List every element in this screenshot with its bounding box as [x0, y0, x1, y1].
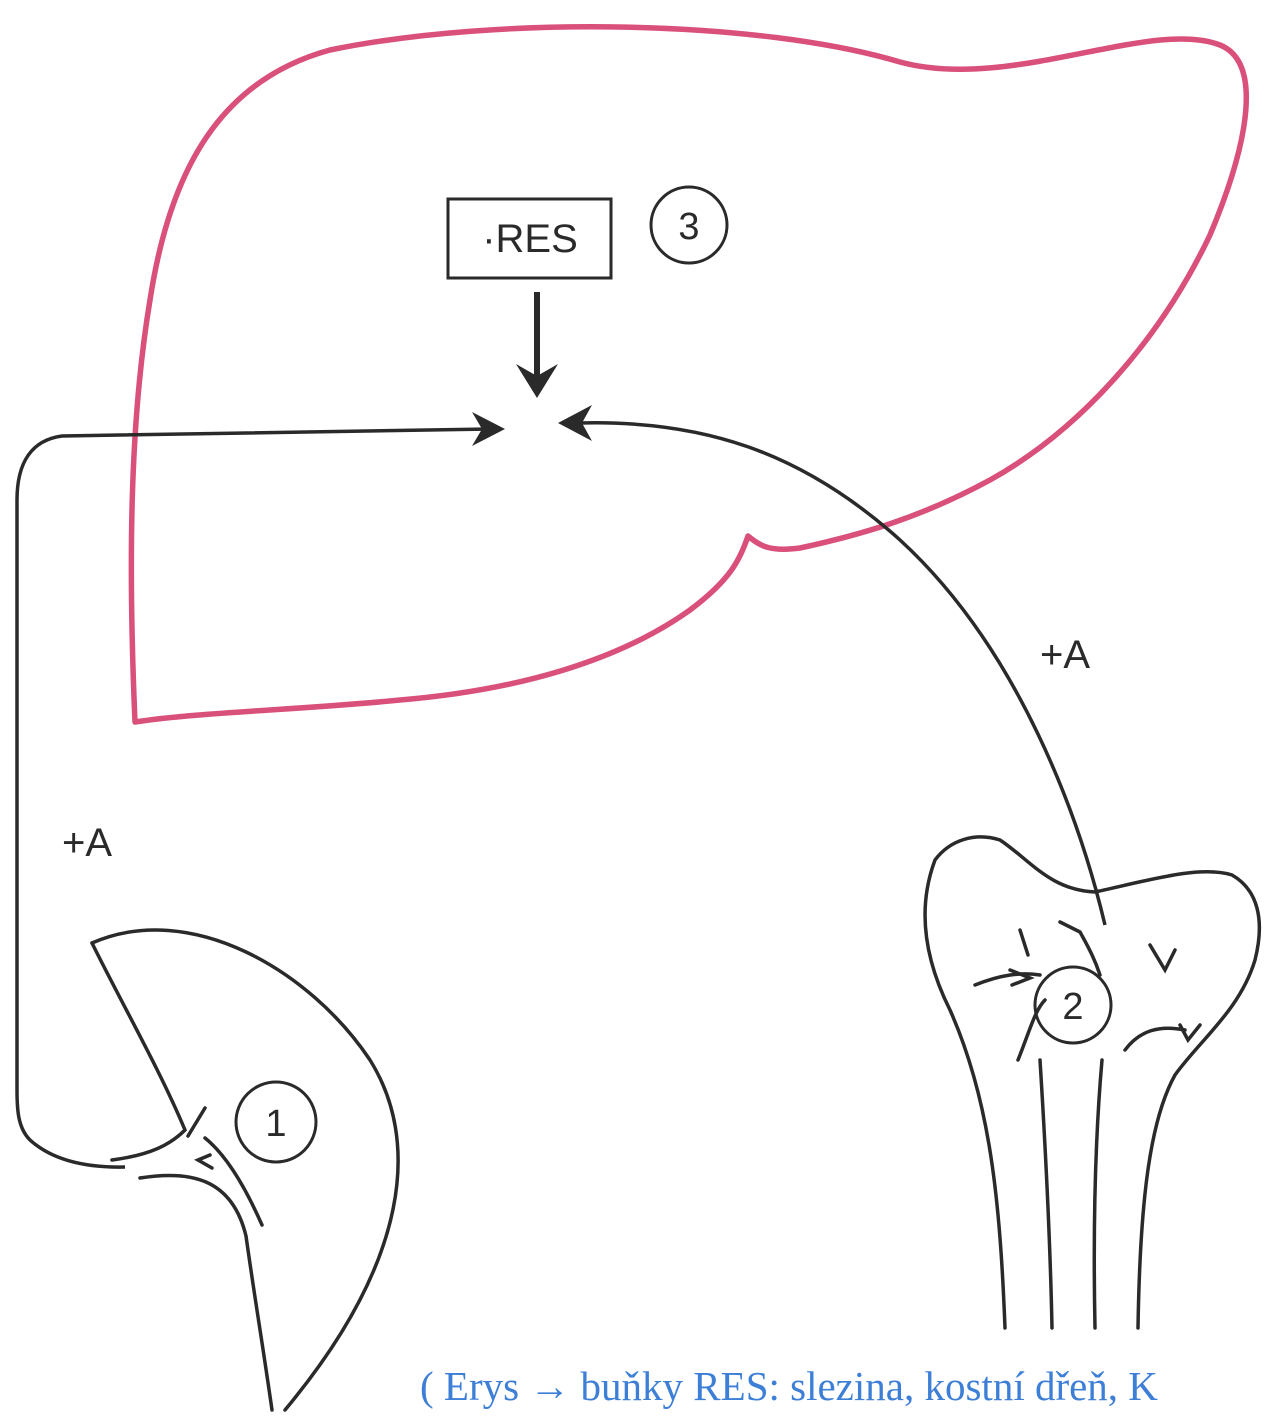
bone-to-liver-arrow: [580, 423, 1105, 925]
badge-bone-number: 2: [1062, 986, 1083, 1028]
badge-spleen-number: 1: [265, 1103, 286, 1145]
spleen-to-liver-arrow: [17, 429, 490, 1167]
bone-head-outline-icon: [925, 837, 1259, 1328]
label-right-arrow: +A: [1040, 633, 1090, 677]
liver-outline-icon: [131, 27, 1246, 722]
caption-text: ( Erys → buňky RES: slezina, kostní dřeň…: [420, 1362, 1158, 1410]
res-box-label: ·RES: [482, 217, 578, 261]
label-left-arrow: +A: [62, 821, 112, 865]
spleen-outline-icon: [92, 930, 398, 1410]
badge-liver-number: 3: [678, 206, 699, 248]
